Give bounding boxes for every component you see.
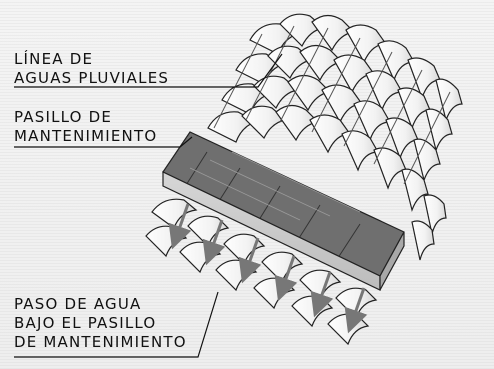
water-flow-arrows xyxy=(168,203,368,334)
label-walkway-1: PASILLO DE xyxy=(14,108,113,126)
label-water-passage: PASO DE AGUA BAJO EL PASILLO DE MANTENIM… xyxy=(14,295,187,352)
label-water-passage-3: DE MANTENIMIENTO xyxy=(14,333,187,351)
roof-tiles-upper xyxy=(207,13,463,261)
label-walkway-2: MANTENIMIENTO xyxy=(14,127,158,145)
maintenance-walkway xyxy=(162,131,405,291)
leader-lines xyxy=(14,53,283,358)
label-rain-line-1: LÍNEA DE xyxy=(14,50,94,68)
label-water-passage-2: BAJO EL PASILLO xyxy=(14,314,157,332)
label-rain-line-2: AGUAS PLUVIALES xyxy=(14,69,170,87)
label-walkway: PASILLO DE MANTENIMIENTO xyxy=(14,108,157,146)
label-water-passage-1: PASO DE AGUA xyxy=(14,295,142,313)
label-rain-line: LÍNEA DE AGUAS PLUVIALES xyxy=(14,50,169,88)
rain-water-lines xyxy=(213,25,451,185)
